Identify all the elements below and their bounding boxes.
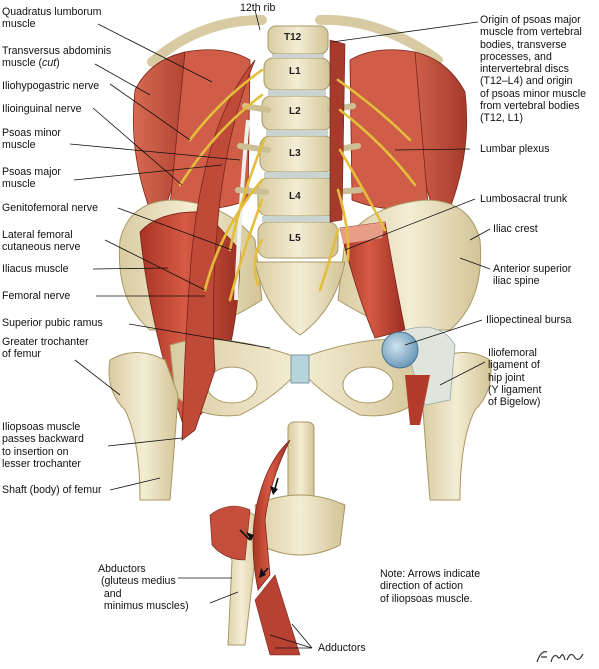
- femur-left: [108, 352, 179, 501]
- label-iliacus-muscle: Iliacus muscle: [2, 263, 69, 275]
- iliopectineal-bursa: [381, 331, 419, 369]
- vertebra-l4-label: L4: [289, 191, 301, 202]
- label-iliopectineal-bursa: Iliopectineal bursa: [486, 314, 572, 326]
- vertebra-t12-label: T12: [284, 32, 302, 43]
- obturator-right: [342, 366, 394, 404]
- pubic-symphysis: [290, 354, 310, 384]
- vertebra-l2-label: L2: [289, 106, 301, 117]
- inset-figure: [209, 421, 346, 656]
- vertebra-l5-label: L5: [289, 233, 301, 244]
- label-12th-rib: 12th rib: [240, 2, 276, 14]
- label-ilioinguinal-nerve: Ilioinguinal nerve: [2, 103, 82, 115]
- label-iliac-crest: Iliac crest: [493, 223, 538, 235]
- iliopsoas-right-stub: [405, 375, 430, 425]
- vertebra-l3-label: L3: [289, 148, 301, 159]
- sacrum: [254, 261, 346, 336]
- artist-signature: [535, 648, 585, 669]
- label-shaft-of-femur: Shaft (body) of femur: [2, 484, 102, 496]
- psoas-origin-slips: [329, 39, 346, 223]
- label-femoral-nerve: Femoral nerve: [2, 290, 71, 302]
- psoas-major-left: [181, 59, 256, 441]
- nerves: [178, 68, 417, 302]
- leader-lines: [69, 9, 491, 649]
- label-genitofemoral-nerve: Genitofemoral nerve: [2, 202, 98, 214]
- vertebra-l1-label: L1: [289, 66, 301, 77]
- label-lumbar-plexus: Lumbar plexus: [480, 143, 550, 155]
- label-iliohypogastric-nerve: Iliohypogastric nerve: [2, 80, 100, 92]
- ribs: [147, 14, 443, 67]
- label-lumbosacral-trunk: Lumbosacral trunk: [480, 193, 568, 205]
- label-adductors: Adductors: [318, 642, 366, 654]
- label-abductors: Abductors (gluteus medius and minimus mu…: [98, 563, 189, 612]
- label-superior-pubic-ramus: Superior pubic ramus: [2, 317, 103, 329]
